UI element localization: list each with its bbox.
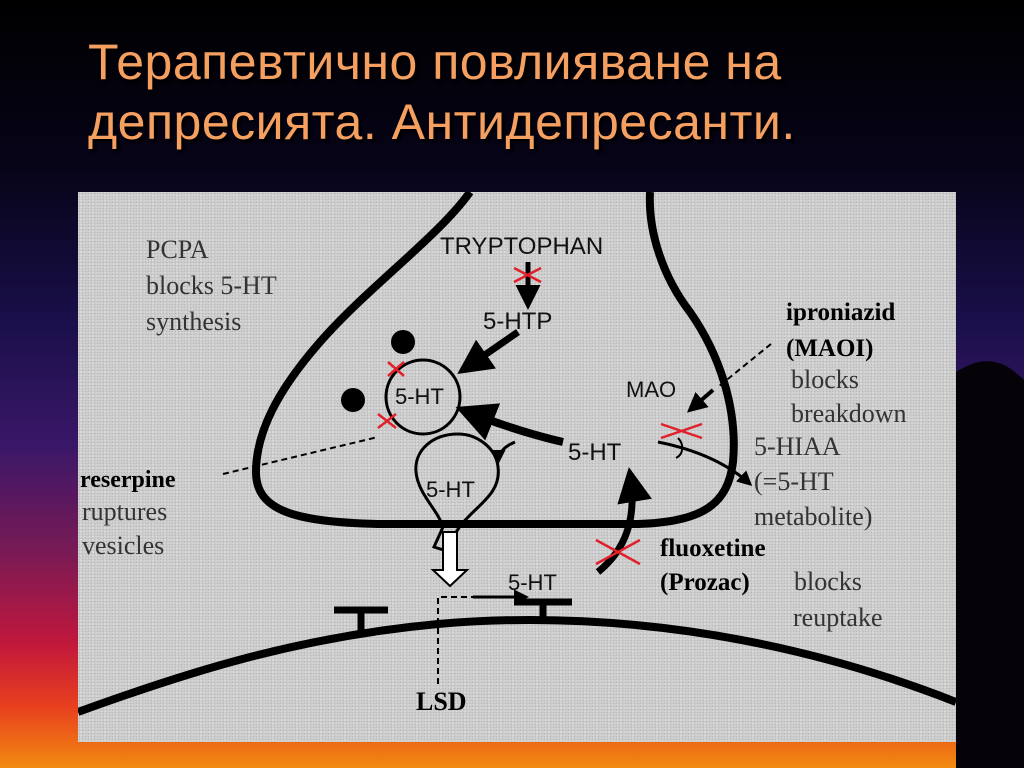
label-mao: MAO xyxy=(626,377,676,402)
label-5htp: 5-HTP xyxy=(483,308,552,335)
label-tryptophan: TRYPTOPHAN xyxy=(440,233,603,260)
arrow-reuptake xyxy=(595,467,652,575)
slide-title-line-1: Терапевтично повлияване на xyxy=(88,34,782,90)
pcpa-line-2: blocks 5-HT xyxy=(146,271,277,300)
fluoxetine-line-3: reuptake xyxy=(793,603,883,632)
iproniazid-pointer xyxy=(717,343,772,388)
granule-top xyxy=(391,330,415,354)
slide-title: Терапевтично повлияване на депресията. А… xyxy=(88,32,968,152)
hiaa-line-1: 5-HIAA xyxy=(754,432,841,461)
postsynaptic-membrane xyxy=(78,616,956,716)
lsd-connector xyxy=(437,596,473,684)
pcpa-line-3: synthesis xyxy=(146,307,241,336)
arrow-5ht-to-hiaa xyxy=(657,440,753,487)
label-5ht-vesicle-top: 5-HT xyxy=(395,384,444,409)
reserpine-pointer xyxy=(222,436,379,475)
hiaa-line-2: (=5-HT xyxy=(754,467,834,496)
block-mark-vesicle-upper xyxy=(387,361,405,377)
iproniazid-line-2: (MAOI) xyxy=(786,335,873,362)
iproniazid-line-3: blocks xyxy=(791,365,859,394)
receptor-left xyxy=(334,606,388,632)
arrow-mao xyxy=(686,388,715,413)
granule-left xyxy=(341,388,365,412)
arrow-5htp-to-vesicle xyxy=(457,329,520,374)
mao-enzyme xyxy=(675,437,684,459)
fluoxetine-line-1: fluoxetine xyxy=(660,535,766,562)
arrow-5ht-into-vesicle xyxy=(455,403,564,446)
fluoxetine-line-2a: (Prozac) xyxy=(660,569,750,596)
reserpine-line-1: reserpine xyxy=(80,467,176,493)
synapse-diagram: TRYPTOPHAN 5-HTP 5-HT 5-HT 5-HT 5-HT MAO… xyxy=(78,192,956,742)
reserpine-line-2: ruptures xyxy=(82,497,167,526)
arrow-release-to-cleft xyxy=(430,531,470,588)
hiaa-line-3: metabolite) xyxy=(754,502,872,531)
iproniazid-line-1: iproniazid xyxy=(786,299,895,326)
fluoxetine-line-2b: blocks xyxy=(794,567,862,596)
reserpine-line-3: vesicles xyxy=(82,531,164,560)
pcpa-line-1: PCPA xyxy=(146,235,209,264)
label-5ht-center: 5-HT xyxy=(568,439,622,466)
iproniazid-line-4: breakdown xyxy=(791,399,907,428)
label-5ht-cleft: 5-HT xyxy=(508,570,557,595)
block-mark-mao xyxy=(660,422,703,440)
block-mark-reuptake xyxy=(595,538,641,566)
slide-title-line-2: депресията. Антидепресанти. xyxy=(88,94,796,150)
label-5ht-vesicle-bottom: 5-HT xyxy=(426,477,475,502)
arrow-vesicle-release xyxy=(490,440,516,465)
label-lsd: LSD xyxy=(416,687,467,716)
presynaptic-membrane xyxy=(251,192,738,528)
vesicle-top xyxy=(384,358,462,436)
block-mark-tryptophan xyxy=(513,266,542,284)
block-mark-vesicle-lower xyxy=(377,413,397,429)
